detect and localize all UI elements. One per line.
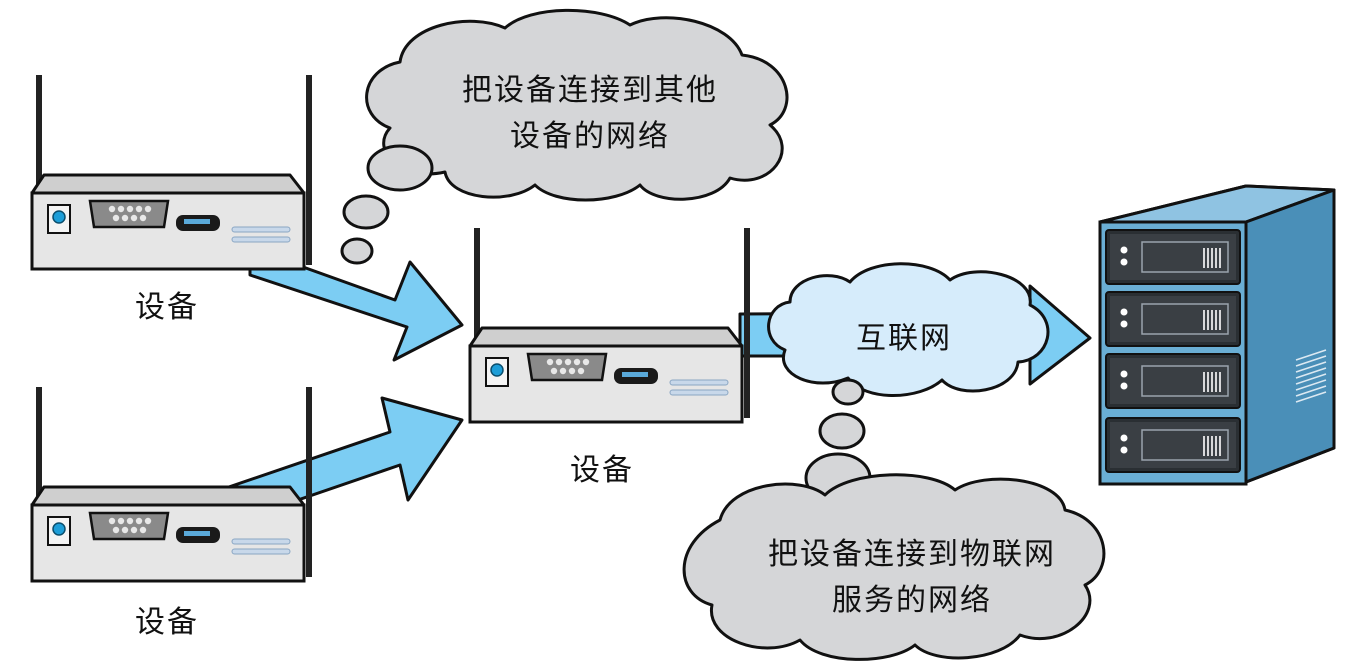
device-center-label: 设备: [570, 453, 634, 488]
wireless-router-icon: [30, 73, 314, 271]
device-center: [468, 226, 752, 424]
local-network-text: 把设备连接到其他 设备的网络: [440, 68, 740, 160]
local-network-line1: 把设备连接到其他: [462, 73, 718, 108]
iot-network-cloud: [682, 378, 1106, 661]
arrow-top-device-to-hub: [248, 246, 464, 362]
server-drive-bay: [1105, 353, 1241, 409]
internet-cloud: [767, 262, 1050, 397]
iot-network-line2: 服务的网络: [832, 583, 992, 618]
internet-label: 互联网: [856, 321, 952, 356]
device-top: [30, 73, 314, 271]
iot-network-line1: 把设备连接到物联网: [768, 537, 1056, 572]
iot-network-text: 把设备连接到物联网 服务的网络: [752, 532, 1072, 624]
wireless-router-icon: [468, 226, 752, 424]
device-bottom-label: 设备: [135, 605, 199, 640]
local-network-cloud: [340, 8, 789, 265]
server-drive-bay: [1105, 229, 1241, 285]
server-drive-bay: [1105, 417, 1241, 473]
device-top-label: 设备: [135, 290, 199, 325]
server-drive-bay: [1105, 291, 1241, 347]
server-rack-icon: [1098, 184, 1336, 486]
local-network-line2: 设备的网络: [510, 119, 670, 154]
